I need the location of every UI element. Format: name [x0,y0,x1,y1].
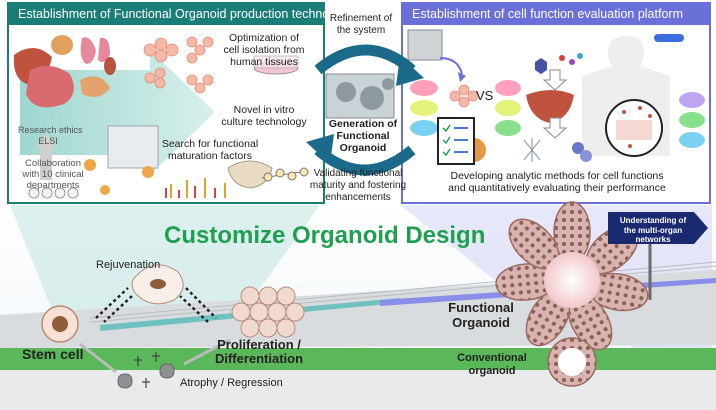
chem-icons [535,53,583,74]
speech-bubbles-right [679,92,705,148]
network-icon [523,138,541,162]
down-arrow-1 [542,69,568,91]
vs-label: VS [476,88,494,103]
right-panel-title: Establishment of cell function evaluatio… [412,7,683,21]
liver-icon [526,90,574,123]
ethics-arrow [36,132,56,180]
stem-cell-label: Stem cell [22,346,84,362]
rejuvenation-label: Rejuvenation [96,259,161,271]
organ-icons [13,35,116,108]
proliferation-label: Proliferation /Differentiation [214,337,304,366]
speech-bubbles-mid [495,80,521,136]
ground-grass [0,348,716,370]
proliferating-cells [231,286,305,338]
right-cell-cluster [449,84,479,108]
conventional-organoid-drawing [547,337,597,387]
left-panel-header [8,3,324,25]
platform-description: Developing analytic methods for cell fun… [448,170,666,194]
ground-base [0,370,716,410]
shell-icon [227,160,273,189]
cycle-arrow-top [314,44,416,75]
small-cells [84,159,154,195]
capsule-icon [654,34,684,42]
right-microscopy-thumb [407,29,443,61]
headline: Customize Organoid Design [164,222,486,249]
right-panel-header [402,3,710,25]
people-icons [28,187,79,199]
signpost-board [608,212,708,244]
down-arrow-2 [542,117,568,139]
dotted-arrows [95,287,217,323]
atrophy-label: Atrophy / Regression [180,377,283,389]
protein-icon [572,142,592,162]
microscopy-thumb [107,125,159,169]
grey-arrows [79,338,231,374]
cell-clusters [143,36,214,94]
molecule-icon [261,167,309,182]
gene-bars [165,178,226,198]
gravestones [117,363,175,389]
left-panel-title: Establishment of Functional Organoid pro… [18,7,353,21]
speech-bubbles-left [410,80,438,136]
crosses [134,352,160,388]
culture-dish-icon [253,55,299,75]
